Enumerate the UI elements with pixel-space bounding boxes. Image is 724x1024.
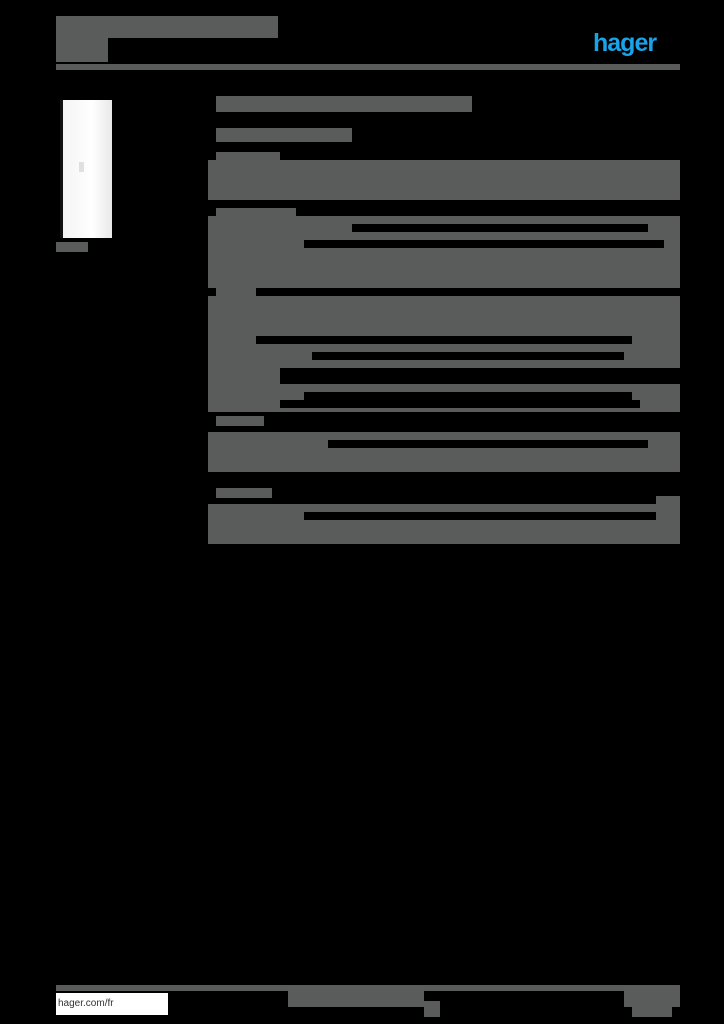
section-title [216,152,280,162]
row-gap [304,392,632,400]
footer-center-text [288,991,424,1007]
row-gap [256,336,632,344]
page-number [624,991,680,1007]
section-table [208,432,680,472]
section-title [216,488,272,498]
row-gap [256,288,680,296]
footer-url-link[interactable]: hager.com/fr [56,993,168,1015]
footer-rule [56,985,680,991]
section-title [216,416,264,426]
row-gap [352,224,648,232]
page-number-tail [632,1007,672,1017]
section-title [216,208,296,218]
section-value [656,496,680,504]
product-reference [56,242,88,252]
product-heading [216,96,472,112]
product-image [60,100,112,238]
document-title [56,16,278,38]
footer-center-tail [424,1001,440,1017]
header-rule [56,64,680,70]
row-gap [328,440,648,448]
hager-logo: hager [593,29,657,57]
row-gap [264,472,680,488]
section-title [216,288,256,298]
row-gap [304,240,664,248]
row-gap [280,368,680,384]
product-subheading [216,128,352,142]
section-table [208,160,680,200]
document-subtitle [56,38,108,62]
door-handle-icon [79,162,84,172]
section-table [208,504,680,544]
row-gap [280,400,640,408]
row-gap [304,512,656,520]
row-gap [312,352,624,360]
